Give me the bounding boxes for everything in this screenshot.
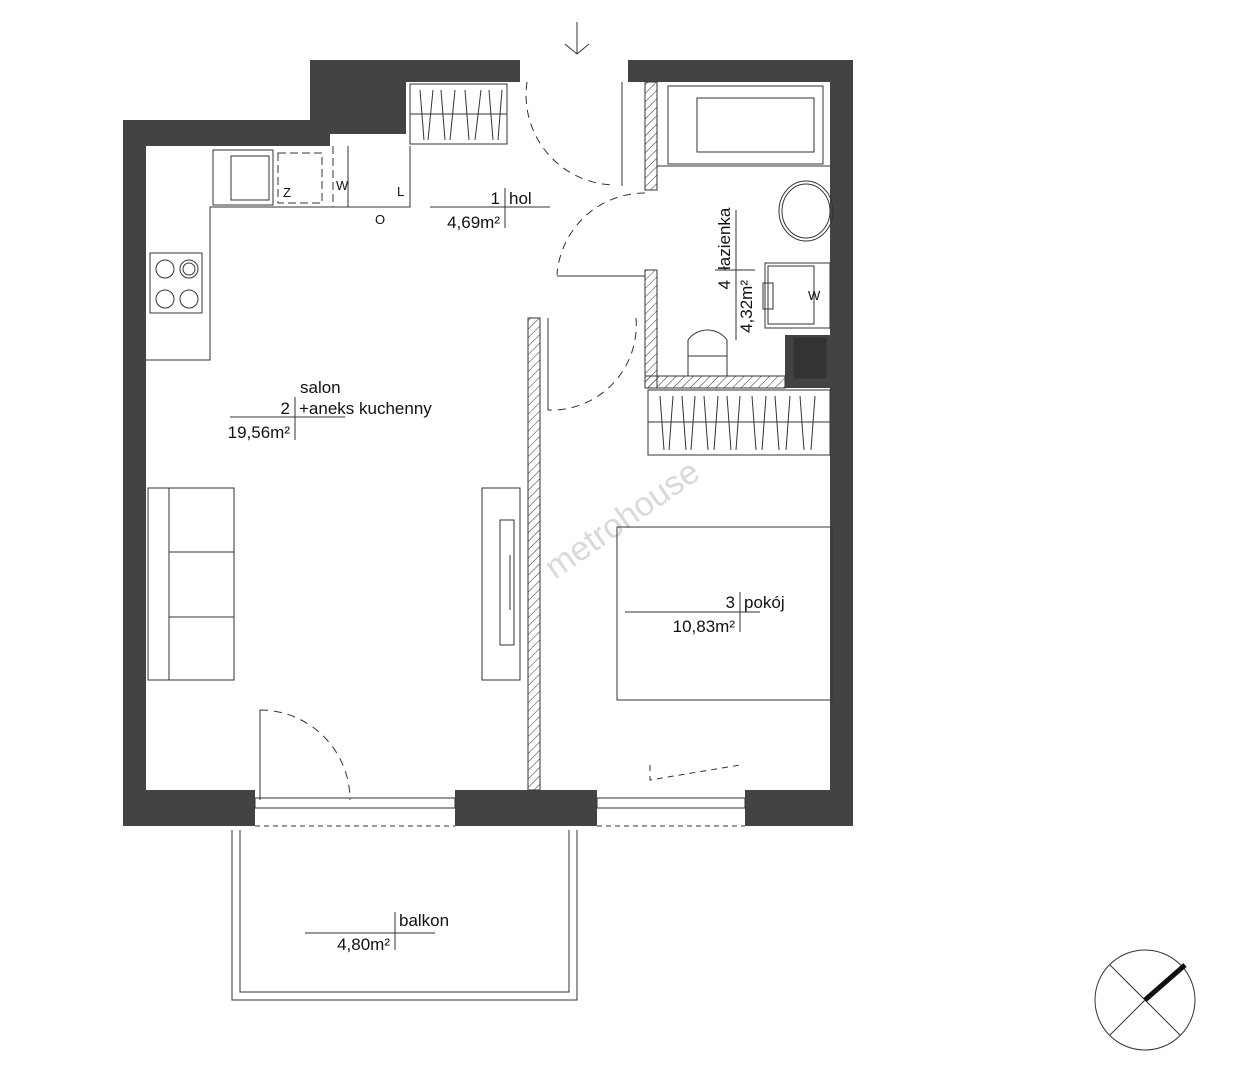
interior-walls [527,81,786,791]
entrance-arrow-icon [564,22,590,55]
bedroom-wardrobe [647,389,831,456]
compass-icon [1094,949,1196,1051]
tv-cabinet [481,487,521,681]
room-4-name: łazienka [715,207,734,270]
balcony-outline [231,830,578,1001]
kitchen-marker-l: L [397,184,404,199]
room-3-number: 3 [726,593,735,612]
label-dividers [230,188,760,950]
room-balcony-name: balkon [399,911,449,930]
room-2-name-line1: salon [300,378,341,397]
room-1-number: 1 [491,189,500,208]
room-1-area: 4,69m² [447,213,500,232]
kitchen-marker-w: W [336,178,349,193]
hall-wardrobe [409,83,508,145]
doors[interactable] [259,81,741,801]
exterior-walls [123,60,853,826]
watermark: metrohouse [538,452,707,586]
room-3-name: pokój [744,593,785,612]
room-2-area: 19,56m² [228,423,291,442]
sofa [147,487,235,681]
room-3-area: 10,83m² [673,617,736,636]
kitchen-marker-o: O [375,212,385,227]
room-2-number: 2 [281,399,290,418]
bed [616,526,833,701]
windows [254,797,746,827]
bathroom-marker-w: W [808,288,821,303]
room-4-area: 4,32m² [737,280,756,333]
room-1-name: hol [509,189,532,208]
room-4-number: 4 [715,280,734,289]
bathroom-fixtures [657,85,834,379]
kitchen-marker-z: Z [283,185,291,200]
kitchen-counter [146,146,411,361]
room-2-name-line2: +aneks kuchenny [299,399,432,418]
room-balcony-area: 4,80m² [337,935,390,954]
